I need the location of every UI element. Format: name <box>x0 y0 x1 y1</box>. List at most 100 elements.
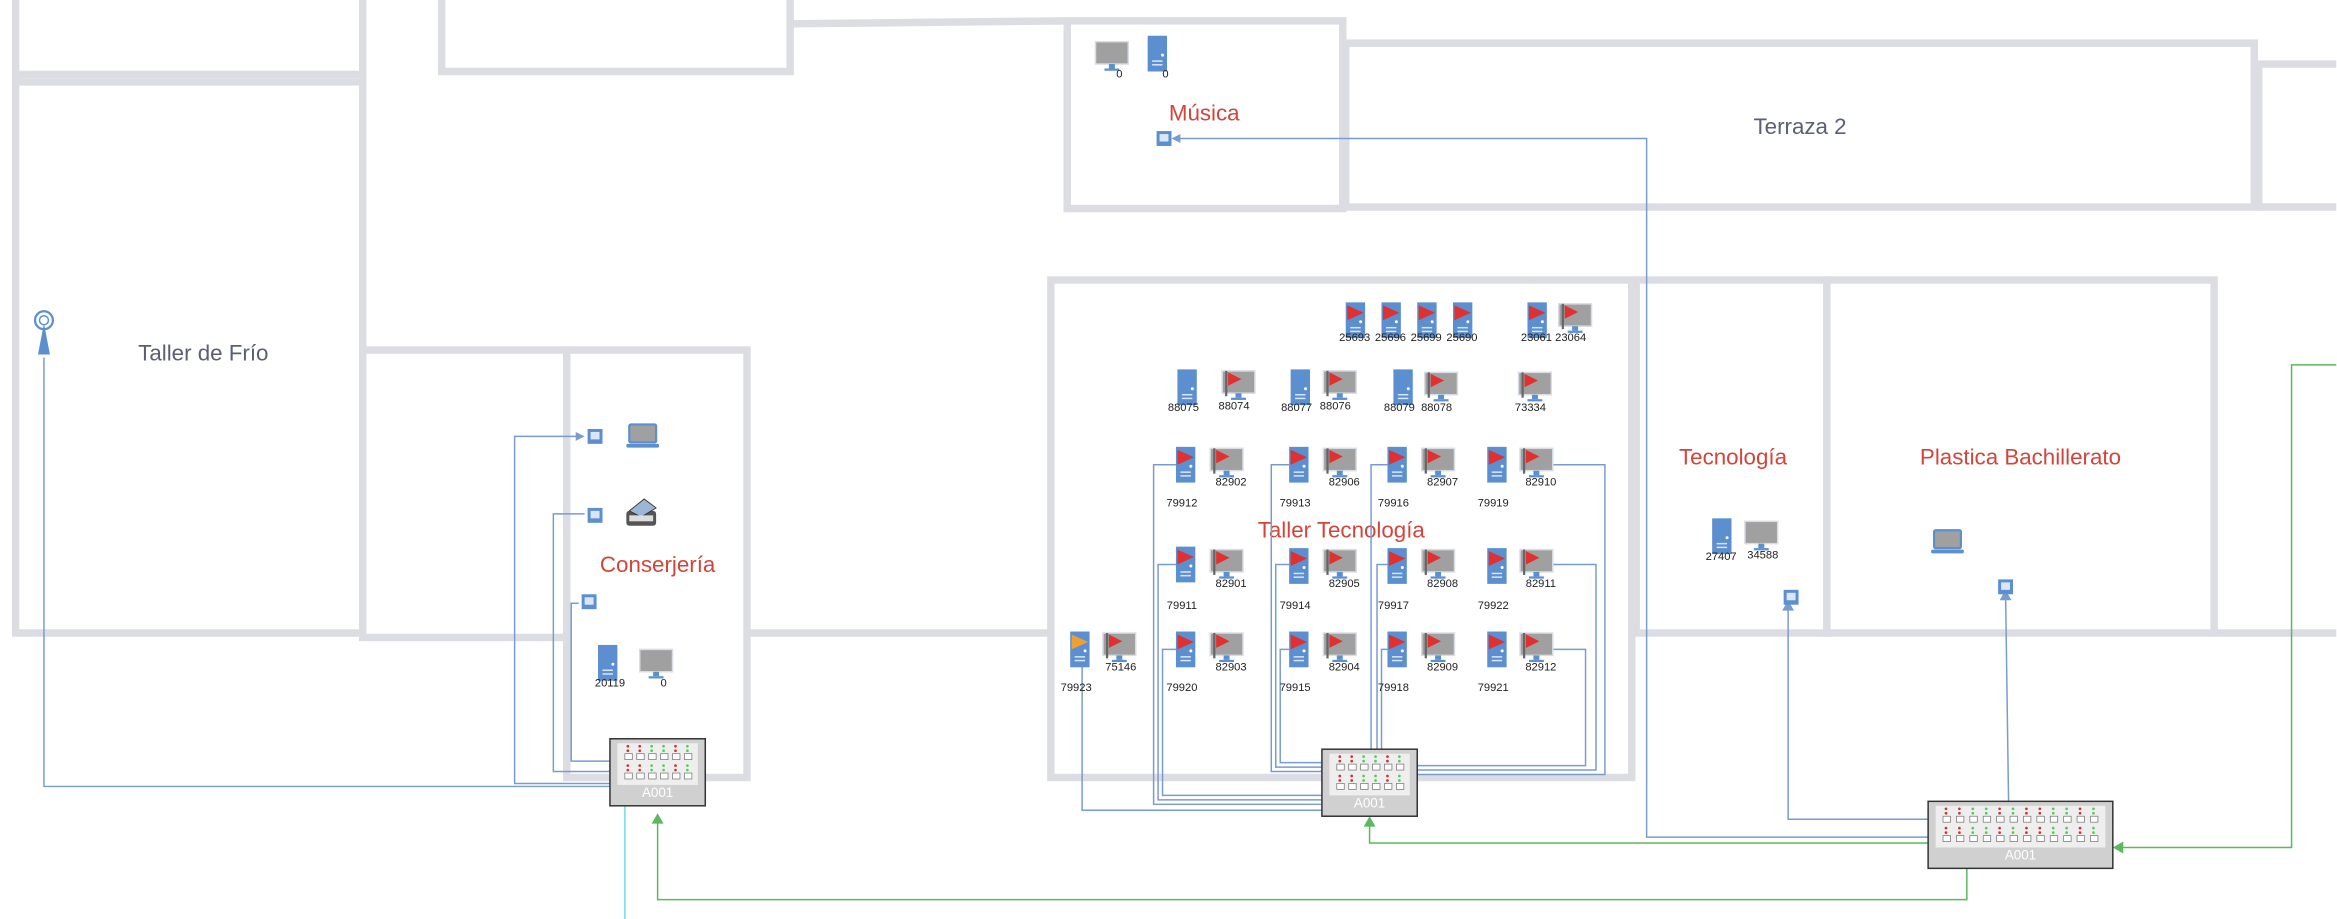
switch-port <box>2036 835 2045 842</box>
network-switch[interactable]: A001 <box>1321 748 1418 817</box>
tower-flag-device[interactable]: 25693 <box>1339 302 1370 344</box>
tower-device[interactable]: 88077 <box>1281 369 1312 414</box>
room-musica: Música <box>1169 101 1240 126</box>
device-label: 25690 <box>1446 332 1477 344</box>
switch-port <box>660 772 669 780</box>
device-label: 75146 <box>1105 661 1136 673</box>
laptop-device[interactable] <box>626 423 660 448</box>
monitor-flag-device[interactable]: 82911 <box>1519 548 1556 590</box>
monitor-flag-device[interactable]: 82906 <box>1322 447 1360 489</box>
monitor-flag-device[interactable]: 82909 <box>1420 632 1458 673</box>
device-label: 79917 <box>1378 600 1409 612</box>
tower-device[interactable]: 88079 <box>1384 369 1415 414</box>
monitor-flag-device[interactable]: 82905 <box>1322 548 1360 590</box>
flag-icon <box>1427 551 1442 565</box>
laptop-icon <box>628 423 658 444</box>
tower-flag-device[interactable]: 79915 <box>1280 631 1311 695</box>
network-jack-icon[interactable] <box>587 428 603 444</box>
flag-icon <box>1454 305 1471 321</box>
tower-flag-device[interactable]: 25696 <box>1375 302 1406 344</box>
switch-port <box>1384 783 1393 790</box>
laptop-device[interactable] <box>1931 529 1964 554</box>
monitor-device[interactable]: 0 <box>638 648 674 690</box>
tower-flag-device[interactable]: 79912 <box>1166 446 1197 510</box>
network-jack-icon[interactable] <box>1783 589 1799 605</box>
flag-icon <box>1177 634 1194 650</box>
switch-port <box>1336 763 1345 771</box>
room-tecnologia: Tecnología <box>1679 445 1788 470</box>
switch-port <box>2090 835 2099 842</box>
tower-flag-device[interactable]: 79917 <box>1378 548 1409 612</box>
monitor-flag-device[interactable]: 82904 <box>1322 632 1360 673</box>
tower-flag-device[interactable]: 25699 <box>1411 302 1442 344</box>
monitor-flag-device[interactable]: 82910 <box>1519 447 1556 489</box>
monitor-flag-device[interactable]: 23064 <box>1555 303 1593 344</box>
switch-port <box>1982 815 1992 823</box>
tower-flag-device[interactable]: 79922 <box>1478 548 1509 612</box>
device-label: 79915 <box>1280 682 1311 694</box>
wall-jacks <box>581 131 2014 610</box>
monitor-flag-device[interactable]: 82903 <box>1209 632 1247 673</box>
tower-flag-device[interactable]: 23061 <box>1521 302 1552 344</box>
monitor-flag-device[interactable]: 75146 <box>1102 632 1137 673</box>
device-label: 23064 <box>1555 332 1586 344</box>
device-label: 88074 <box>1219 401 1250 413</box>
switch-port <box>1396 763 1405 771</box>
device-label: 88078 <box>1421 402 1452 414</box>
tower-flag-device[interactable]: 79913 <box>1280 446 1311 510</box>
monitor-flag-device[interactable]: 88076 <box>1320 370 1357 413</box>
monitor-flag-device[interactable]: 82912 <box>1519 632 1556 673</box>
tower-flag-device[interactable]: 79911 <box>1167 546 1197 613</box>
tower-orange-device[interactable]: 79923 <box>1061 631 1092 695</box>
device-label: 82908 <box>1427 578 1458 590</box>
tower-flag-device[interactable]: 79918 <box>1378 631 1409 695</box>
monitor-flag-device[interactable]: 82902 <box>1209 447 1247 489</box>
tower-flag-device[interactable]: 79920 <box>1166 631 1197 695</box>
tower-device[interactable]: 20119 <box>595 644 625 690</box>
device-label: 79913 <box>1280 497 1311 509</box>
network-jack-icon[interactable] <box>1156 131 1172 146</box>
flag-icon <box>1329 634 1343 648</box>
tower-device[interactable]: 88075 <box>1168 369 1199 414</box>
network-switch[interactable]: A001 <box>609 738 707 807</box>
device-label: 88079 <box>1384 402 1415 414</box>
switch-port <box>2049 835 2059 842</box>
switch-port <box>2009 835 2018 842</box>
tower-flag-device[interactable]: 79919 <box>1478 446 1509 510</box>
network-jack-icon[interactable] <box>1998 579 2014 595</box>
network-switch[interactable]: A001 <box>1927 800 2114 870</box>
flag-icon <box>1388 449 1406 465</box>
monitor-device[interactable]: 0 <box>1094 40 1130 81</box>
flag-icon <box>1388 634 1406 650</box>
laptop-icon <box>1932 529 1963 550</box>
monitor-flag-device[interactable]: 88074 <box>1219 370 1256 413</box>
switch-port <box>1384 763 1393 771</box>
monitor-flag-device[interactable]: 82907 <box>1420 447 1458 489</box>
device-label: 79921 <box>1478 682 1509 694</box>
switch-port <box>1956 835 1965 842</box>
monitor-flag-device[interactable]: 73334 <box>1515 371 1553 414</box>
device-label: 82901 <box>1216 578 1247 590</box>
network-jack-icon[interactable] <box>587 507 603 523</box>
printer-device[interactable] <box>626 498 657 526</box>
tower-device[interactable]: 27407 <box>1706 518 1737 563</box>
device-label: 79918 <box>1378 682 1409 694</box>
monitor-device[interactable]: 34588 <box>1744 520 1779 562</box>
antenna-device[interactable] <box>33 310 55 355</box>
network-jack-icon[interactable] <box>581 594 597 610</box>
switch-label: A001 <box>642 785 673 800</box>
device-label: 20119 <box>595 678 625 690</box>
monitor-flag-device[interactable]: 82901 <box>1209 548 1247 590</box>
monitor-flag-device[interactable]: 88078 <box>1421 371 1459 414</box>
switch-port <box>684 772 693 780</box>
device-label: 88076 <box>1320 401 1351 413</box>
tower-flag-device[interactable]: 79921 <box>1478 631 1509 695</box>
switch-port <box>1942 815 1951 823</box>
monitor-flag-device[interactable]: 82908 <box>1420 548 1458 590</box>
tower-flag-device[interactable]: 79914 <box>1280 548 1311 612</box>
tower-flag-device[interactable]: 25690 <box>1446 302 1477 344</box>
device-label: 79911 <box>1167 600 1197 612</box>
tower-device[interactable]: 0 <box>1147 35 1169 81</box>
tower-flag-device[interactable]: 79916 <box>1378 446 1409 510</box>
flag-icon <box>1177 549 1194 565</box>
